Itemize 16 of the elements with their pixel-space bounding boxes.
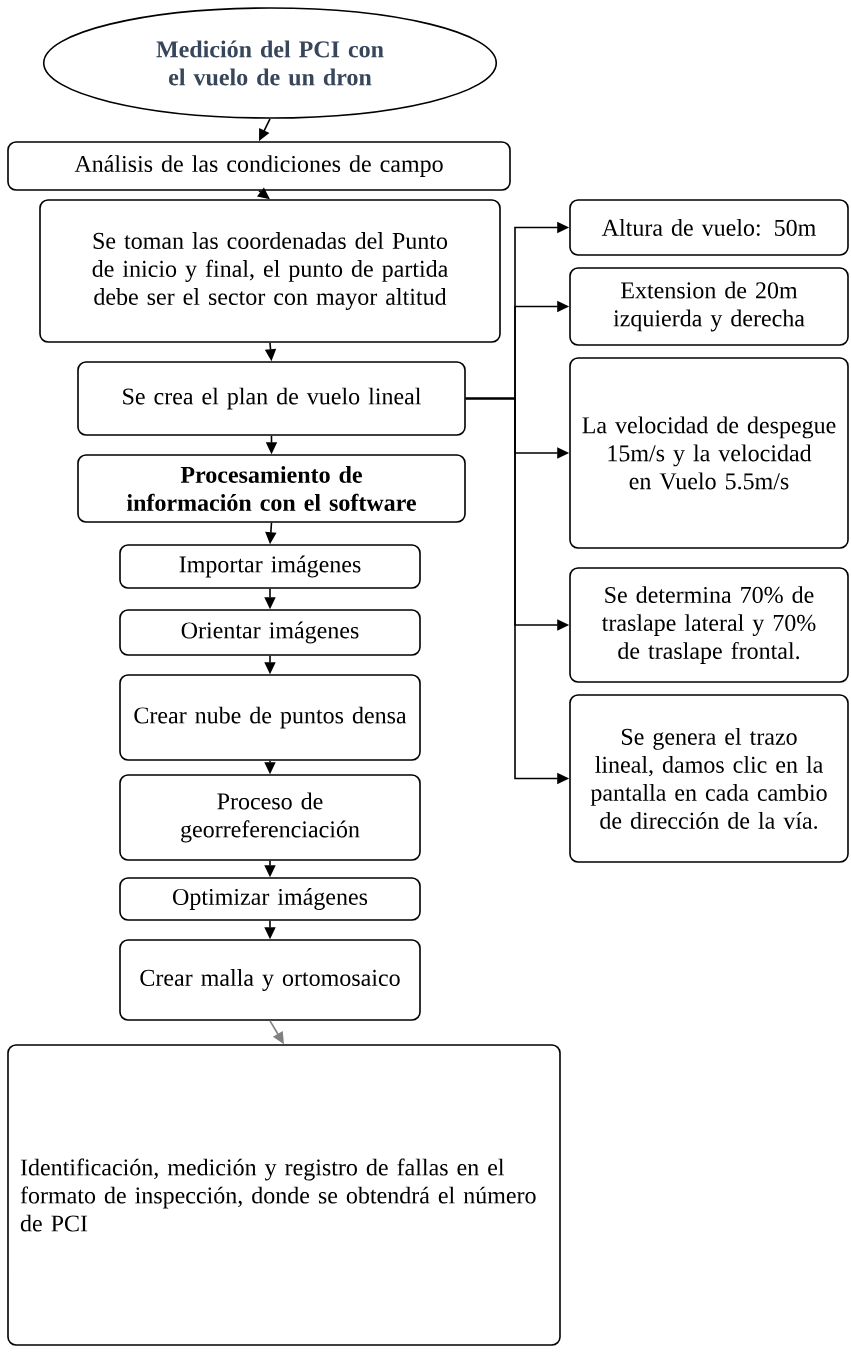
- process-box: Se crea el plan de vuelo lineal: [77, 361, 466, 436]
- process-box: Crear malla y ortomosaico: [119, 939, 421, 1021]
- process-box: Procesamiento de información con el software: [77, 454, 466, 523]
- process-box: Se toman las coordenadas del Punto de inicio y final, el punto de partida debe ser el sector con mayor altitud: [39, 199, 501, 343]
- note-box: La velocidad de despegue 15m/s y la velocidad en Vuelo 5.5m/s: [569, 357, 849, 549]
- process-box: Optimizar imágenes: [119, 877, 421, 921]
- process-box: Análisis de las condiciones de campo: [7, 141, 511, 191]
- process-box: Proceso de georreferenciación: [119, 774, 421, 861]
- note-box: Extension de 20m izquierda y derecha: [569, 267, 849, 346]
- process-box: Importar imágenes: [119, 544, 421, 589]
- note-box: Se genera el trazo lineal, damos clic en la pantalla en cada cambio de dirección de la vía.: [569, 694, 849, 863]
- process-box: Orientar imágenes: [119, 609, 421, 656]
- process-box: Crear nube de puntos densa: [119, 674, 421, 761]
- process-box: Identificación, medición y registro de fallas en el formato de inspección, donde se obtendrá el número de PCI: [7, 1044, 561, 1346]
- note-box: Altura de vuelo: 50m: [569, 199, 849, 256]
- note-box: Se determina 70% de traslape lateral y 70% de traslape frontal.: [569, 567, 849, 683]
